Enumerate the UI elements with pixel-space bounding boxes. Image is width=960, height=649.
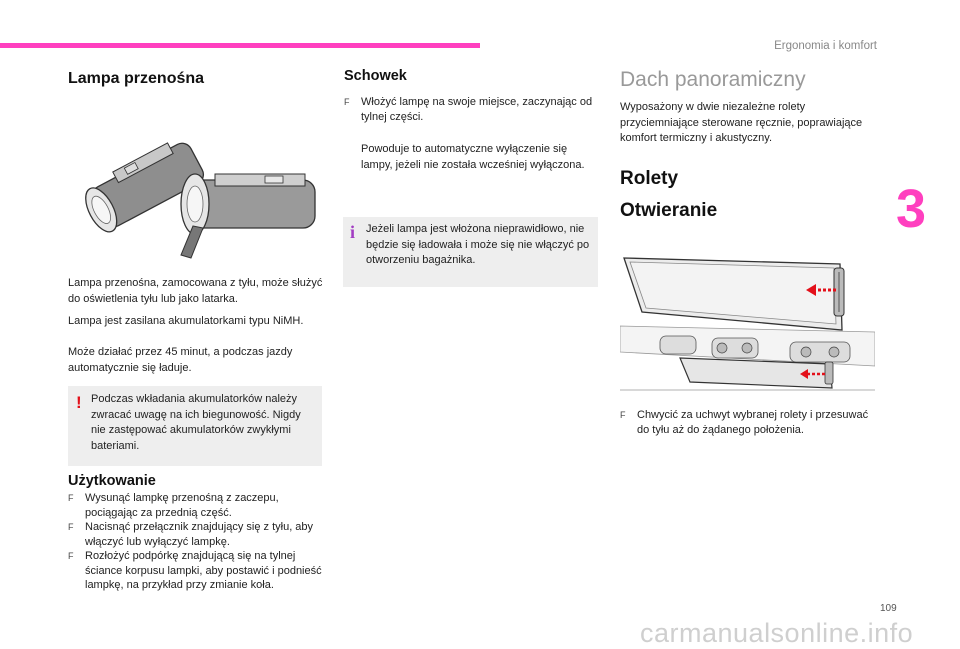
storage-followup-text: Powoduje to automatyczne wyłączenie się …	[361, 143, 585, 171]
section-title-lampa: Lampa przenośna	[68, 70, 205, 87]
chapter-title: Ergonomia i komfort	[774, 40, 877, 52]
bullet-marker: F	[68, 551, 74, 561]
warning-icon: !	[76, 393, 82, 412]
section-title-schowek: Schowek	[344, 68, 407, 84]
lamp-runtime-text: Może działać przez 45 minut, a podczas j…	[68, 346, 293, 374]
lamp-caption: Lampa przenośna, zamocowana z tyłu, może…	[68, 277, 323, 305]
roof-intro-text: Wyposażony w dwie niezależne rolety przy…	[620, 101, 863, 144]
portable-lamp-illustration	[85, 142, 316, 259]
watermark: carmanualsonline.info	[640, 618, 914, 648]
info-box: i Jeżeli lampa jest włożona nieprawidłow…	[343, 217, 598, 287]
lamp-battery-text: Lampa jest zasilana akumulatorkami typu …	[68, 315, 304, 327]
chapter-color-bar	[0, 43, 480, 48]
page-number: 109	[880, 603, 897, 614]
bullet-marker: F	[68, 493, 74, 503]
chapter-number: 3	[896, 179, 927, 239]
panoramic-roof-blinds-illustration	[620, 232, 875, 392]
warning-box: ! Podczas wkładania akumulatorków należy…	[68, 386, 322, 466]
subsection-title-uzytkowanie: Użytkowanie	[68, 473, 156, 489]
warning-text: Podczas wkładania akumulatorków należy z…	[91, 393, 301, 452]
bullet-marker: F	[68, 522, 74, 532]
bullet-marker: F	[344, 97, 350, 107]
info-icon: i	[350, 222, 356, 242]
info-text: Jeżeli lampa jest włożona nieprawidłowo,…	[366, 223, 590, 266]
subsection-title-rolety: Rolety	[620, 168, 679, 189]
section-title-dach: Dach panoramiczny	[620, 68, 806, 91]
bullet-marker: F	[620, 410, 626, 420]
subsection-title-otwieranie: Otwieranie	[620, 200, 718, 221]
